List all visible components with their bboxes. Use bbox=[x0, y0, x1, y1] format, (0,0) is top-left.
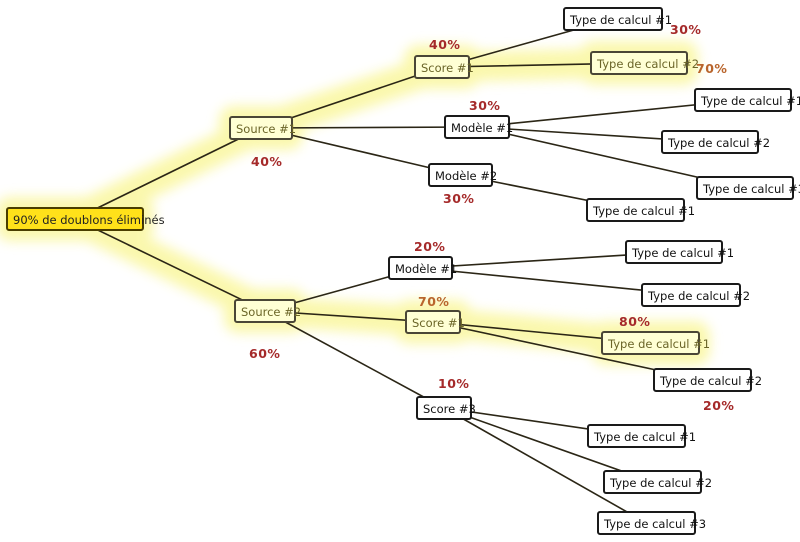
s2-score-1-calc-1-percent: 80% bbox=[619, 314, 651, 329]
source-2-node[interactable]: Source #2 bbox=[234, 299, 301, 323]
s1-score-1-node[interactable]: Score #1 bbox=[414, 55, 474, 79]
s1-modele-1-calc-2-node[interactable]: Type de calcul #2 bbox=[661, 130, 770, 154]
s2-modele-1-percent: 20% bbox=[414, 239, 446, 254]
s2-score-3-calc-3-node[interactable]: Type de calcul #3 bbox=[597, 511, 706, 535]
s2-modele-1-calc-1-node[interactable]: Type de calcul #1 bbox=[625, 240, 734, 264]
s2-score-1-calc-2-node[interactable]: Type de calcul #2 bbox=[653, 368, 762, 392]
edge-s2-score-3-node-s2-score-3-calc-3-node bbox=[443, 407, 648, 524]
s2-score-1-calc-1-node[interactable]: Type de calcul #1 bbox=[601, 331, 710, 355]
s1-modele-1-calc-1-node[interactable]: Type de calcul #1 bbox=[694, 88, 800, 112]
source-1-node[interactable]: Source #1 bbox=[229, 116, 296, 140]
s1-modele-1-calc-3-node[interactable]: Type de calcul #3 bbox=[696, 176, 800, 200]
edge-s2-score-3-node-s2-score-3-calc-2-node bbox=[443, 407, 654, 483]
root-node[interactable]: 90% de doublons éliminés bbox=[6, 207, 165, 231]
s2-score-3-calc-1-node[interactable]: Type de calcul #1 bbox=[587, 424, 696, 448]
edge-source-2-node-s2-score-3-node bbox=[264, 310, 445, 409]
source-1-percent: 40% bbox=[251, 154, 283, 169]
s1-modele-2-percent: 30% bbox=[443, 191, 475, 206]
s2-score-3-percent: 10% bbox=[438, 376, 470, 391]
s2-score-3-calc-2-node[interactable]: Type de calcul #2 bbox=[603, 470, 712, 494]
edge-root-node-source-1-node bbox=[74, 127, 262, 220]
s1-modele-1-percent: 30% bbox=[469, 98, 501, 113]
s1-score-1-percent: 40% bbox=[429, 37, 461, 52]
edge-source-1-node-s1-modele-2-node bbox=[260, 127, 462, 176]
s1-modele-2-node[interactable]: Modèle #2 bbox=[428, 163, 497, 187]
edge-source-1-node-s1-modele-1-node bbox=[260, 126, 478, 129]
s1-modele-2-calc-1-node[interactable]: Type de calcul #1 bbox=[586, 198, 695, 222]
s2-score-1-percent: 70% bbox=[418, 294, 450, 309]
s1-modele-1-node[interactable]: Modèle #1 bbox=[444, 115, 513, 139]
edge-root-node-source-2-node bbox=[74, 218, 266, 312]
s1-score-1-calc-2-percent: 70% bbox=[696, 61, 728, 76]
source-2-percent: 60% bbox=[249, 346, 281, 361]
s2-score-1-calc-2-percent: 20% bbox=[703, 398, 735, 413]
s2-modele-1-node[interactable]: Modèle #1 bbox=[388, 256, 457, 280]
s2-modele-1-calc-2-node[interactable]: Type de calcul #2 bbox=[641, 283, 750, 307]
s1-score-1-calc-2-node[interactable]: Type de calcul #2 bbox=[590, 51, 699, 75]
s1-score-1-calc-1-node[interactable]: Type de calcul #1 bbox=[563, 7, 672, 31]
s1-score-1-calc-1-percent: 30% bbox=[670, 22, 702, 37]
s2-score-1-node[interactable]: Score #1 bbox=[405, 310, 465, 334]
s2-score-3-node[interactable]: Score #3 bbox=[416, 396, 476, 420]
